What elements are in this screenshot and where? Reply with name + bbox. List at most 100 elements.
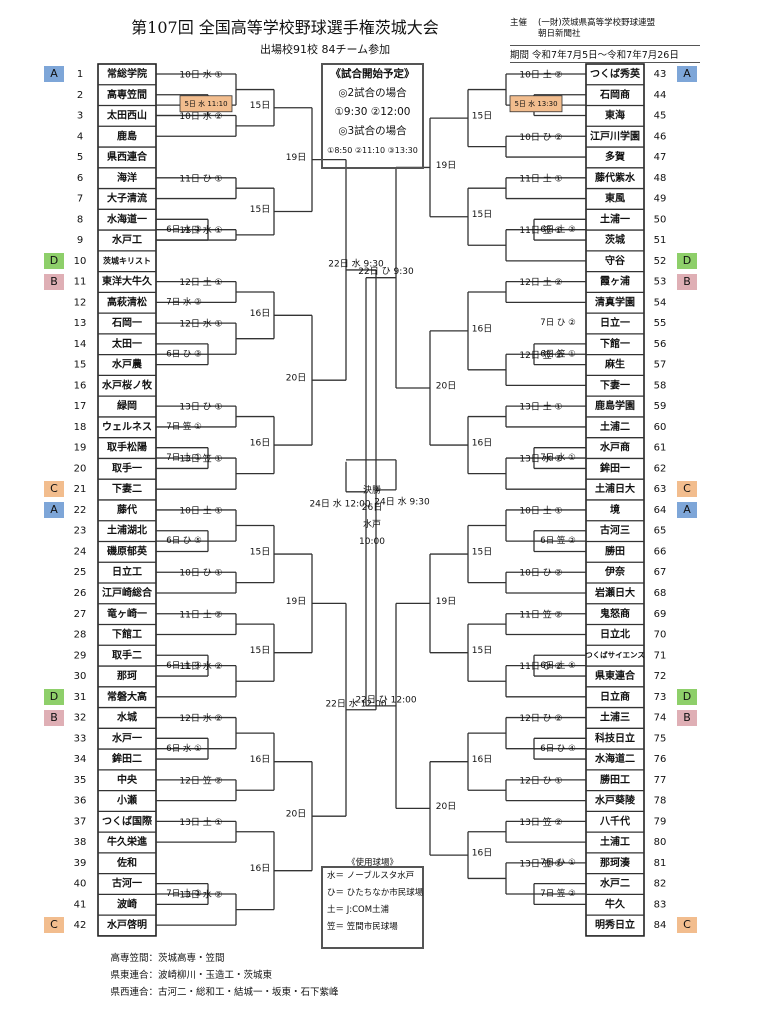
round1-date: 7日 笠 ② (540, 888, 575, 899)
final-label: 決勝 (362, 486, 381, 496)
round3-date: 15日 (472, 111, 492, 122)
seed-number: 1 (77, 69, 83, 80)
round2-date: 10日 ひ ② (519, 132, 562, 143)
round1-date: 7日 笠 ① (166, 421, 201, 432)
team-name: 県西連合 (107, 150, 148, 163)
round2-date: 11日 水 ② (179, 660, 222, 672)
seed-number: 26 (74, 588, 87, 599)
team-name: つくばサイエンス (585, 649, 645, 659)
seed-number: 11 (74, 277, 87, 288)
team-name: 清真学園 (595, 295, 635, 308)
seed-number: 17 (74, 401, 87, 412)
team-name: 水戸一 (111, 731, 142, 744)
team-name: 水城 (116, 711, 137, 724)
round2-date: 12日 水 ② (179, 712, 222, 724)
team-name: 藤代 (117, 503, 137, 516)
seed-number: 10 (74, 256, 87, 267)
round3-date: 15日 (250, 204, 270, 215)
seed-number: 47 (654, 152, 667, 163)
team-name: 波崎 (117, 897, 137, 910)
round2-date: 11日 土 ② (179, 608, 222, 620)
seed-number: 79 (654, 816, 667, 827)
team-name: 藤代紫水 (595, 171, 636, 184)
seed-number: 25 (74, 567, 87, 578)
final-date: 26日 (361, 503, 383, 513)
round4-date: 20日 (286, 809, 306, 820)
seed-number: 59 (654, 401, 667, 412)
seed-number: 36 (74, 796, 87, 807)
round1-date: 6日 ひ ⑤ (166, 536, 201, 546)
round2-date: 10日 水 ② (179, 110, 222, 122)
round2-date: 12日 土 ② (519, 276, 562, 288)
block-badge: C (677, 481, 697, 498)
team-name: 土浦一 (600, 212, 630, 225)
team-name: 鉾田一 (600, 461, 630, 474)
organizer-line: 朝日新聞社 (538, 29, 581, 39)
organizer-line: (一財)茨城県高等学校野球連盟 (538, 18, 656, 28)
team-name: 小瀬 (116, 794, 137, 807)
team-name: 水海道二 (594, 752, 635, 765)
seed-number: 62 (654, 463, 667, 474)
team-name: 境 (610, 503, 620, 516)
seed-number: 7 (77, 194, 83, 205)
team-name: 牛久 (605, 897, 626, 910)
round1-date: 6日 土 ⑤ (540, 660, 575, 671)
team-name: 茨城 (605, 233, 625, 246)
round1-date: 7日 水 ① (540, 452, 575, 463)
team-name: 科技日立 (595, 731, 635, 744)
round4-date: 20日 (436, 380, 456, 391)
round2-date: 12日 土 ① (179, 276, 222, 288)
seed-number: 76 (654, 754, 667, 765)
seed-number: 51 (654, 235, 667, 246)
block-badge: B (677, 273, 697, 290)
round2-date: 10日 水 ① (179, 69, 222, 81)
team-name: 岩瀬日大 (594, 586, 635, 599)
team-name: 水戸二 (599, 877, 630, 890)
note-text: 古河二・総和工・結城一・坂東・石下紫峰 (158, 987, 339, 998)
team-name: 伊奈 (604, 565, 626, 578)
round1-date: 6日 水 ① (166, 743, 201, 754)
round3-date: 15日 (472, 645, 492, 656)
round2-date: 10日 ひ ② (519, 568, 562, 579)
team-name: 多賀 (605, 150, 625, 163)
round2-date: 11日 笠 ② (519, 608, 562, 620)
seed-number: 64 (654, 505, 667, 516)
organizer-label: 主催 (510, 18, 528, 28)
note-label: 県西連合： (110, 987, 158, 998)
team-name: 水戸工 (111, 233, 142, 246)
round1-date: 7日 水 ② (166, 296, 201, 307)
venue-item: 笠＝ 笠間市民球場 (327, 922, 398, 932)
note-row: 県西連合：古河二・総和工・結城一・坂東・石下紫峰 (80, 984, 339, 1001)
note-text: 茨城高専・笠間 (158, 953, 225, 964)
seed-number: 83 (654, 899, 667, 910)
seed-number: 65 (654, 526, 667, 537)
round3-date: 16日 (472, 438, 492, 449)
seed-number: 29 (74, 650, 87, 661)
note-row: 高専笠間：茨城高専・笠間 (80, 950, 339, 967)
round2-date: 11日 ひ ① (179, 173, 222, 184)
round1-date: 6日 ひ ③ (166, 349, 201, 359)
team-name: 守谷 (605, 254, 626, 267)
seed-number: 77 (654, 775, 667, 786)
round4-date: 19日 (286, 152, 306, 163)
seed-number: 34 (74, 754, 87, 765)
round3-date: 15日 (250, 645, 270, 656)
schedule-three-times: ①8:50 ②11:10 ③13:30 (327, 146, 418, 155)
round3-date: 15日 (472, 209, 492, 220)
seed-number: 12 (74, 297, 87, 308)
note-text: 波崎柳川・玉造工・茨城東 (158, 970, 273, 981)
round1-date: 7日 土 ① (166, 452, 201, 463)
round2-date: 10日 土 ① (179, 504, 222, 516)
team-name: 土浦工 (600, 835, 630, 848)
round2-date: 12日 ひ ② (519, 713, 562, 724)
seed-number: 40 (74, 879, 87, 890)
round3-date: 16日 (250, 863, 270, 874)
participation-summary: 出場校91校 84チーム参加 (260, 43, 391, 56)
team-name: 下妻二 (112, 482, 142, 495)
seed-number: 63 (654, 484, 667, 495)
round2-date: 12日 笠 ② (179, 774, 222, 786)
round3-date: 15日 (250, 547, 270, 558)
seed-number: 30 (74, 671, 87, 682)
seed-number: 71 (654, 650, 667, 661)
block-badge: D (44, 252, 64, 269)
